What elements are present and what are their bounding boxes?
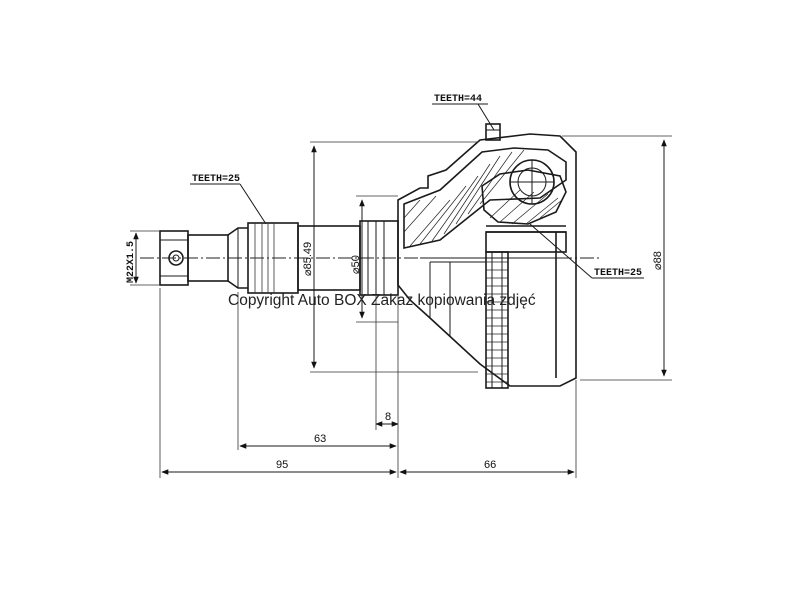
label-dim-66: 66	[484, 459, 496, 471]
label-dia-88: ⌀88	[652, 251, 664, 270]
thread-hole	[168, 250, 184, 266]
watermark: Copyright Auto BOX Zakaz kopiowania zdję…	[228, 292, 536, 309]
dimension-lines	[133, 139, 667, 475]
label-dia-85: ⌀85.49	[302, 242, 314, 276]
label-teeth-top: TEETH=44	[434, 94, 482, 105]
label-teeth-right: TEETH=25	[594, 268, 642, 279]
extension-lines	[130, 135, 672, 478]
label-dia-50: ⌀50	[350, 255, 362, 274]
label-thread: M22X1.5	[126, 241, 137, 283]
label-dim-63: 63	[314, 433, 326, 445]
label-dim-8: 8	[385, 411, 391, 423]
abs-ring	[485, 251, 509, 389]
label-teeth-left: TEETH=25	[192, 174, 240, 185]
outer-housing	[397, 123, 577, 389]
label-dim-95: 95	[276, 459, 288, 471]
